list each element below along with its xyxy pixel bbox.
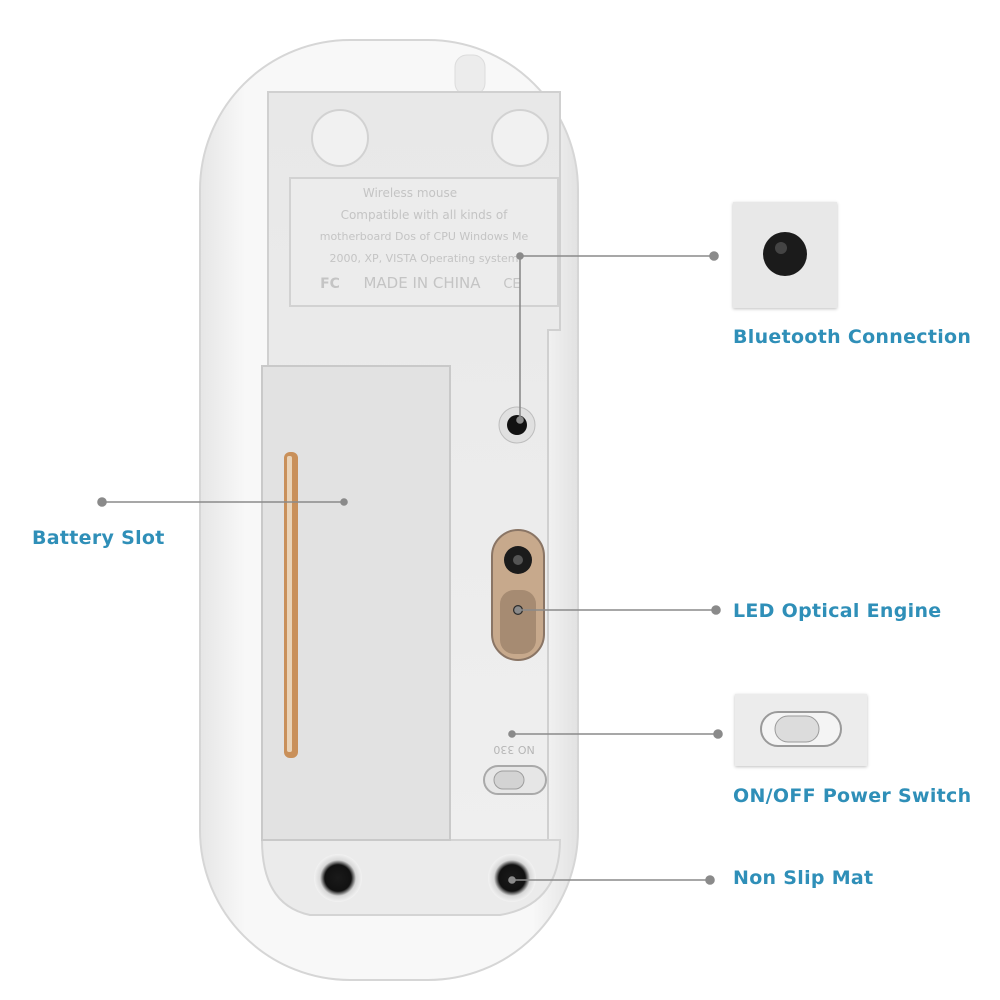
switch-text: NO 330 <box>493 743 534 756</box>
bluetooth-connection-label: Bluetooth Connection <box>733 326 972 348</box>
label-made-in: MADE IN CHINA <box>363 274 481 292</box>
label-line-2: Compatible with all kinds of <box>341 208 509 222</box>
top-bump-right <box>491 109 549 167</box>
power-switch-label: ON/OFF Power Switch <box>733 785 972 807</box>
non-slip-mat-label: Non Slip Mat <box>733 867 874 889</box>
battery-slot-label: Battery Slot <box>32 527 165 549</box>
led-optical-engine-label: LED Optical Engine <box>733 600 942 622</box>
bluetooth-inset <box>733 202 837 308</box>
bluetooth-inset-button-icon <box>763 232 807 276</box>
top-bump-left <box>311 109 369 167</box>
label-plate <box>289 177 559 307</box>
non-slip-foot-icon <box>314 854 362 902</box>
power-switch-inset <box>735 694 867 766</box>
label-fc: FC <box>320 276 340 292</box>
label-line-1: Wireless mouse <box>363 186 457 200</box>
label-line-4: 2000, XP, VISTA Operating system <box>329 252 518 265</box>
label-ce: CE <box>503 277 520 292</box>
battery-cover <box>261 365 451 841</box>
label-line-3: motherboard Dos of CPU Windows Me <box>320 230 529 243</box>
